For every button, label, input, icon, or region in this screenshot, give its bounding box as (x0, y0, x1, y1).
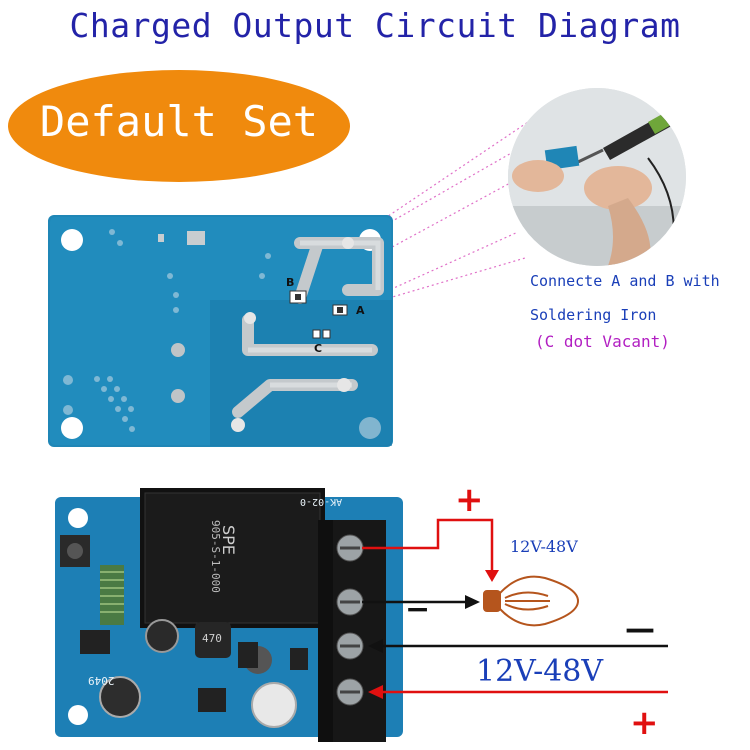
pad-label-a: A (356, 304, 365, 317)
page-title: Charged Output Circuit Diagram (69, 6, 681, 45)
light-bulb-icon (483, 575, 580, 627)
lamp-negative-sign: − (405, 592, 431, 627)
pcb-front (55, 488, 403, 742)
pad-label-c: C (314, 342, 323, 355)
pad-label-b: B (286, 276, 295, 289)
inductor-label: 470 (202, 632, 222, 645)
lamp-voltage: 12V-48V (510, 537, 578, 556)
soldering-photo (508, 88, 686, 266)
supply-voltage: 12V-48V (476, 654, 604, 689)
instruction-line-2: Soldering Iron (530, 306, 657, 324)
supply-negative-sign: — (625, 612, 655, 647)
default-set-label: Default Set (39, 97, 319, 146)
relay-model: 905-S-1-000 (209, 520, 222, 593)
instruction-line-1: Connecte A and B with (530, 272, 720, 290)
pcb-back (48, 215, 393, 447)
silk-label: AK-02-0 (300, 496, 343, 507)
instruction-line-3: (C dot Vacant) (535, 332, 670, 351)
wiring (362, 518, 668, 699)
supply-positive-sign: + (630, 703, 659, 743)
lamp-positive-sign: + (455, 480, 484, 520)
chip-label: 2049 (88, 674, 115, 687)
default-set-badge (8, 70, 350, 182)
